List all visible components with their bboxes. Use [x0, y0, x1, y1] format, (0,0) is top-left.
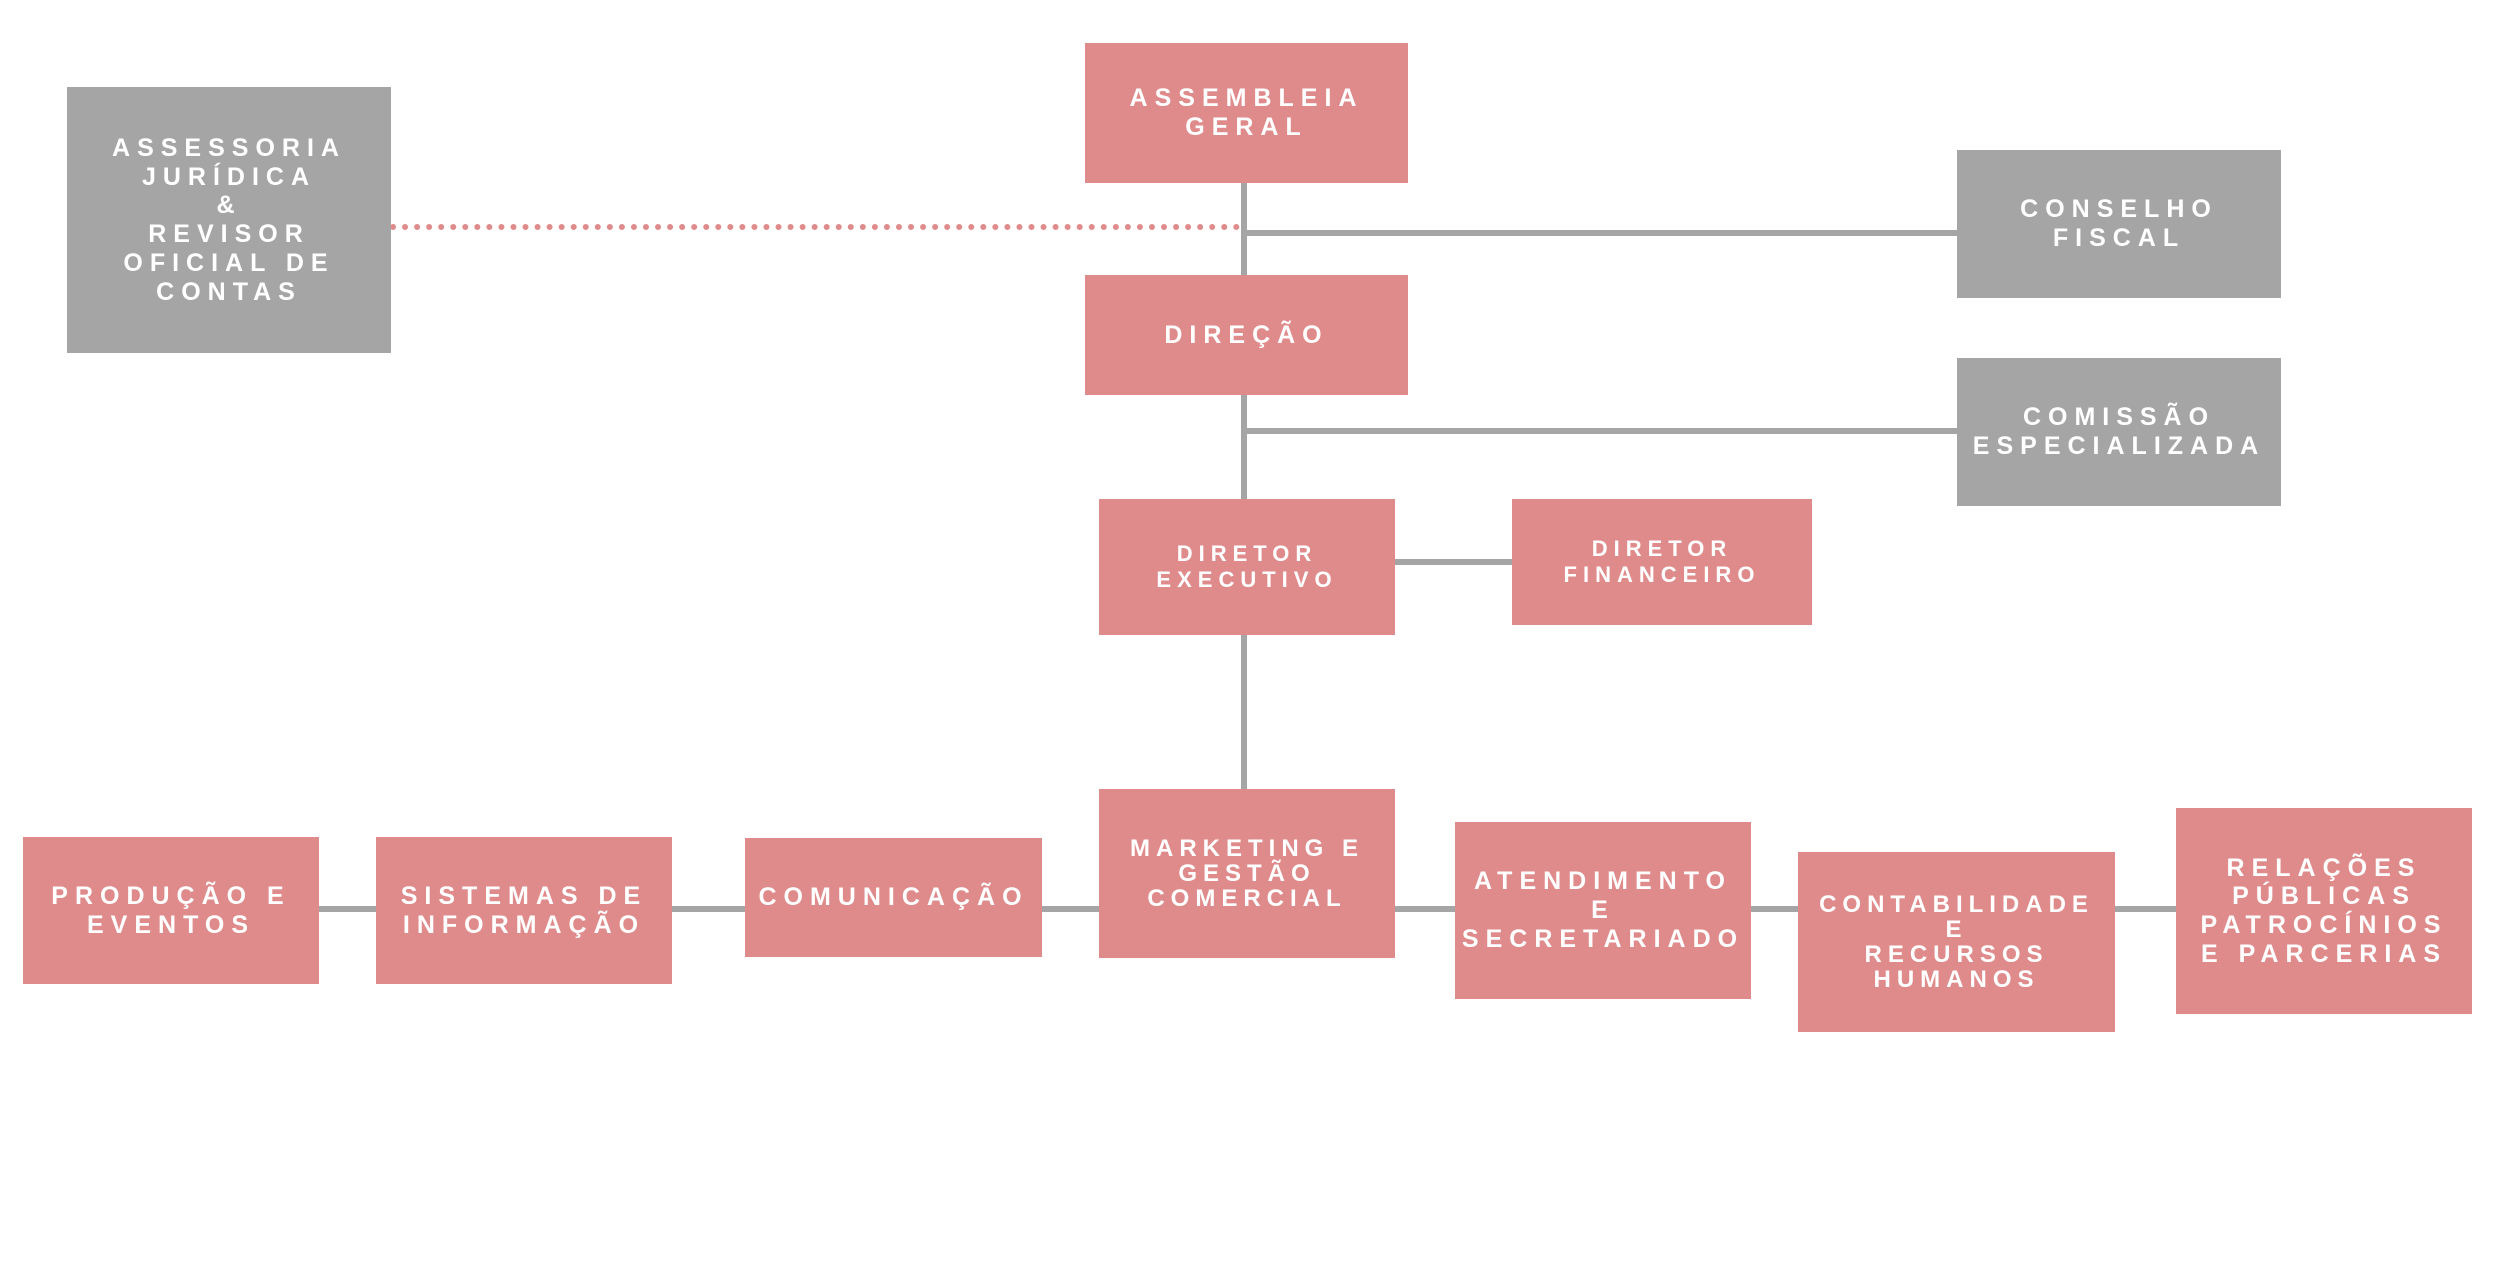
box-diretor-executivo[interactable]: DIRETOR EXECUTIVO	[1099, 499, 1395, 635]
diretor-executivo-label: DIRETOR EXECUTIVO	[1156, 540, 1338, 592]
box-sistemas-informacao[interactable]: SISTEMAS DE INFORMAÇÃO	[376, 837, 672, 984]
box-direcao[interactable]: DIREÇÃO	[1085, 275, 1408, 395]
box-assessoria-juridica[interactable]: ASSESSORIA JURÍDICA & REVISOR OFICIAL DE…	[67, 87, 391, 353]
assessoria-juridica-label: ASSESSORIA JURÍDICA & REVISOR OFICIAL DE…	[112, 133, 346, 306]
producao-eventos-label: PRODUÇÃO E EVENTOS	[51, 881, 291, 939]
direcao-label: DIREÇÃO	[1164, 320, 1329, 349]
box-comunicacao[interactable]: COMUNICAÇÃO	[745, 838, 1042, 957]
box-atendimento-secretariado[interactable]: ATENDIMENTO E SECRETARIADO	[1455, 822, 1751, 999]
atendimento-secretariado-label: ATENDIMENTO E SECRETARIADO	[1461, 867, 1745, 953]
box-contabilidade-recursos-humanos[interactable]: CONTABILIDADE E RECURSOS HUMANOS	[1798, 852, 2115, 1032]
connector-executivo-financeiro	[1393, 559, 1513, 565]
contabilidade-rh-label: CONTABILIDADE E RECURSOS HUMANOS	[1819, 890, 2094, 994]
box-diretor-financeiro[interactable]: DIRETOR FINANCEIRO	[1512, 499, 1812, 625]
connector-to-conselho-fiscal	[1241, 230, 1958, 236]
assembleia-geral-label: ASSEMBLEIA GERAL	[1129, 84, 1364, 141]
connector-to-comissao-especializada	[1241, 428, 1958, 434]
connector-direcao-diretor-executivo	[1241, 395, 1247, 500]
connector-executivo-marketing	[1241, 633, 1247, 790]
box-comissao-especializada[interactable]: COMISSÃO ESPECIALIZADA	[1957, 358, 2281, 506]
relacoes-publicas-label: RELAÇÕES PÚBLICAS PATROCÍNIOS E PARCERIA…	[2200, 853, 2448, 968]
box-conselho-fiscal[interactable]: CONSELHO FISCAL	[1957, 150, 2281, 298]
diretor-financeiro-label: DIRETOR FINANCEIRO	[1563, 535, 1761, 587]
connector-assembleia-direcao	[1241, 182, 1247, 277]
sistemas-informacao-label: SISTEMAS DE INFORMAÇÃO	[400, 881, 648, 939]
marketing-gestao-comercial-label: MARKETING E GESTÃO COMERCIAL	[1130, 834, 1364, 913]
conselho-fiscal-label: CONSELHO FISCAL	[2020, 195, 2218, 252]
comissao-especializada-label: COMISSÃO ESPECIALIZADA	[1972, 403, 2266, 460]
box-marketing-gestao-comercial[interactable]: MARKETING E GESTÃO COMERCIAL	[1099, 789, 1395, 958]
box-producao-eventos[interactable]: PRODUÇÃO E EVENTOS	[23, 837, 319, 984]
box-assembleia-geral[interactable]: ASSEMBLEIA GERAL	[1085, 43, 1408, 183]
box-relacoes-publicas[interactable]: RELAÇÕES PÚBLICAS PATROCÍNIOS E PARCERIA…	[2176, 808, 2472, 1014]
comunicacao-label: COMUNICAÇÃO	[758, 883, 1029, 912]
dotted-connector-assessoria	[390, 224, 1240, 230]
